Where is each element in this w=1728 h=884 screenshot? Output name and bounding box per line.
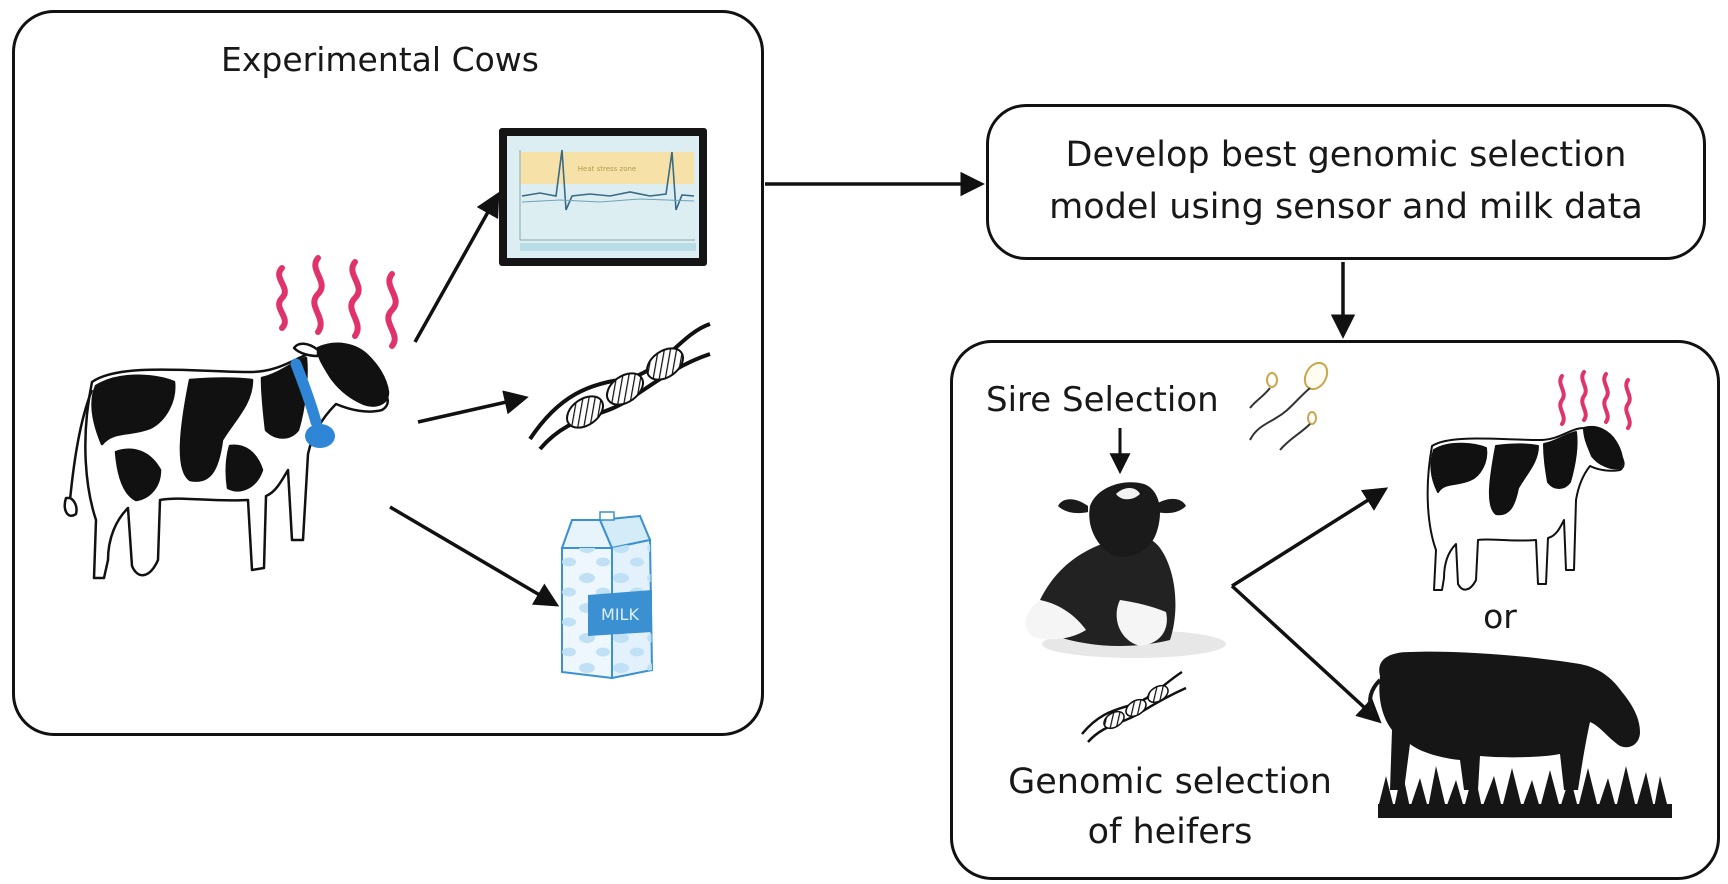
genomic-selection-line1: Genomic selection [1008, 762, 1332, 802]
sire-selection-label: Sire Selection [986, 380, 1219, 420]
sensor-collar-icon [290, 358, 335, 448]
sperm-icon [1249, 361, 1329, 451]
arrow-to-dna [417, 390, 529, 424]
arrow-calf-to-heat-cow [1231, 487, 1389, 588]
small-heat-waves-icon [1558, 370, 1632, 430]
arrow-to-milk [389, 505, 560, 607]
milk-label: MILK [601, 605, 639, 624]
model-box [986, 104, 1706, 260]
sensor-monitor-icon: Heat stress zone [499, 128, 707, 266]
small-dna-icon [1081, 670, 1187, 743]
arrow-to-sensor [413, 191, 500, 343]
arrow-calf-to-grazing-cow [1230, 584, 1382, 724]
dna-icon [528, 322, 711, 451]
genomic-selection-line2: of heifers [1087, 812, 1253, 852]
model-box-line1: Develop best genomic selection [1065, 135, 1627, 175]
model-box-line2: model using sensor and milk data [1049, 187, 1643, 227]
or-label: or [1483, 597, 1517, 636]
heat-tolerant-cow-icon [1426, 426, 1625, 591]
calf-icon [1025, 482, 1226, 658]
experimental-cow-icon [63, 342, 390, 580]
grazing-cow-icon [1368, 651, 1672, 818]
heat-waves-icon [276, 255, 399, 349]
experimental-cows-title: Experimental Cows [221, 40, 539, 79]
sensor-band-label: Heat stress zone [578, 165, 636, 173]
milk-carton-icon: MILK [560, 511, 654, 680]
